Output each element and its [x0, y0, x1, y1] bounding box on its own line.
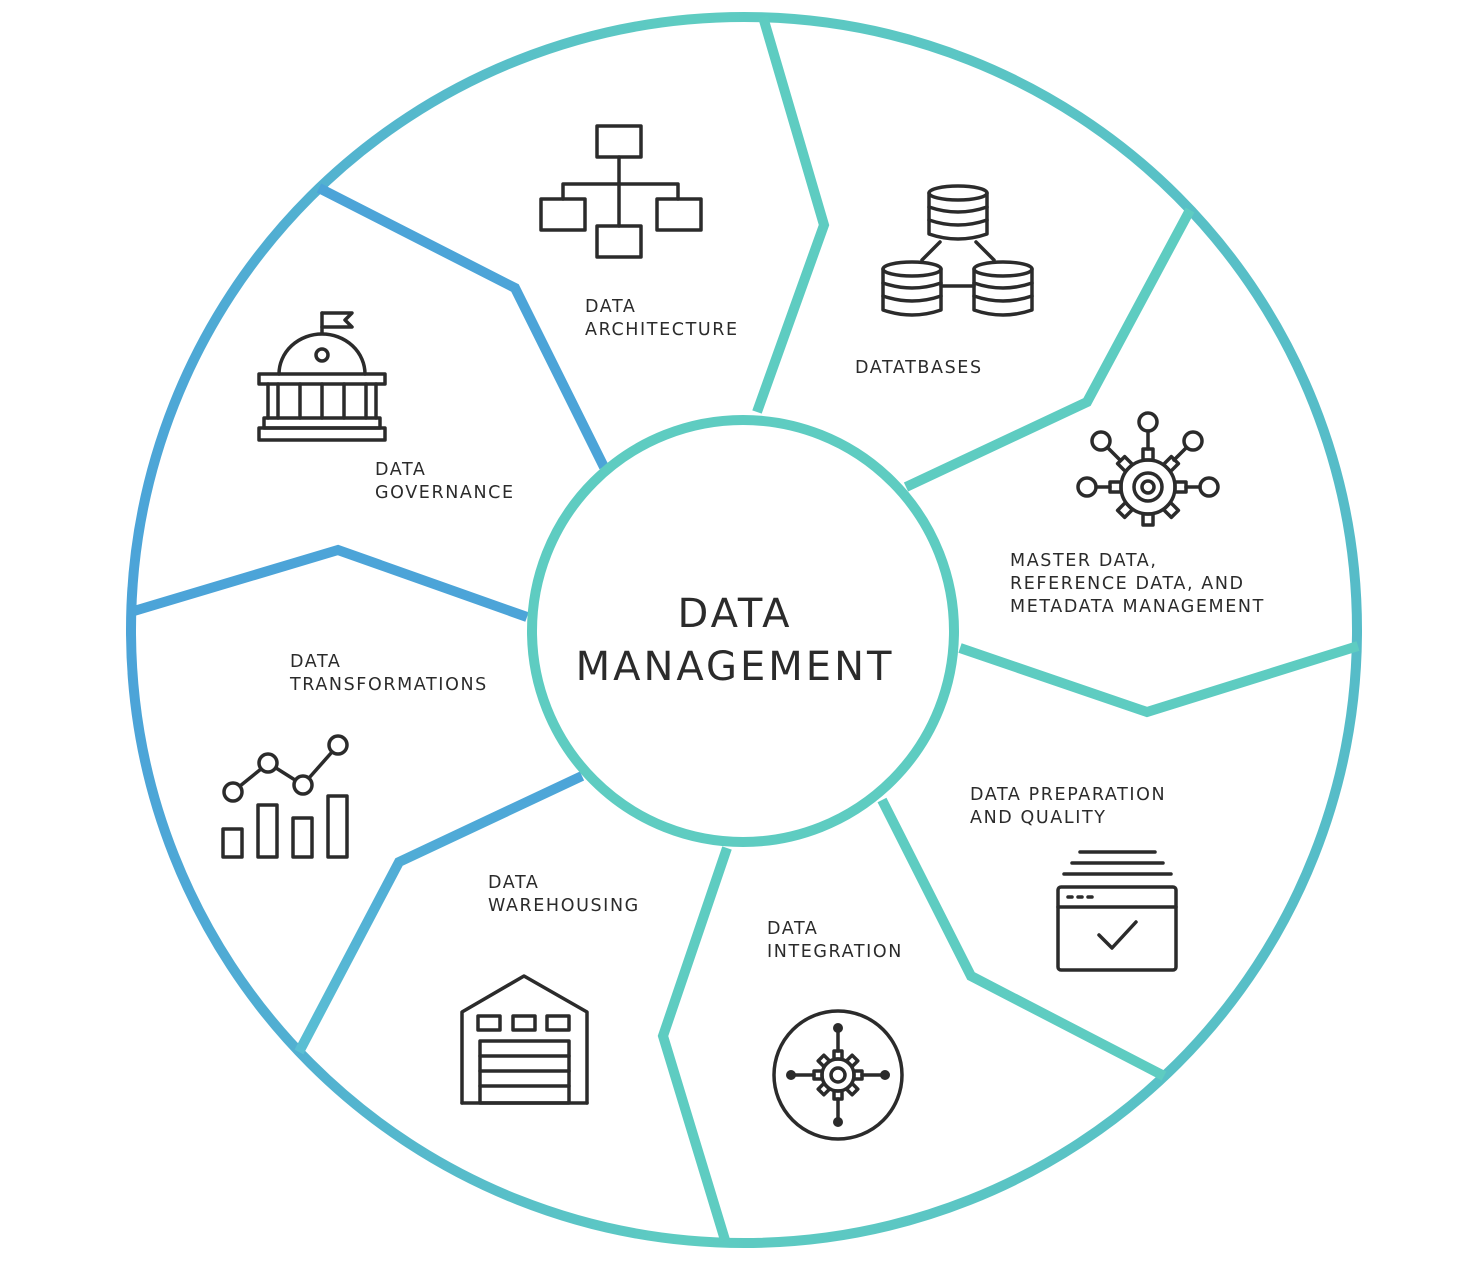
label-governance-line2: GOVERNANCE: [375, 483, 515, 503]
center-title-line2: MANAGEMENT: [576, 644, 895, 690]
divider-preparation-integration: [877, 797, 1167, 1081]
segment-databases: DATATBASES: [855, 184, 1034, 378]
label-governance-line1: DATA: [375, 460, 426, 480]
label-preparation-line1: DATA PREPARATION: [970, 785, 1166, 805]
divider-transformations-governance: [132, 544, 529, 622]
gear-network-icon: [1076, 411, 1220, 527]
segment-data-warehousing: DATA WAREHOUSING: [460, 873, 640, 1105]
label-transformations-line2: TRANSFORMATIONS: [289, 675, 488, 695]
gear-hub-icon: [772, 1009, 904, 1141]
government-building-icon: [257, 311, 387, 442]
org-chart-icon: [539, 124, 703, 259]
center-title-line1: DATA: [677, 591, 792, 637]
label-warehousing-line2: WAREHOUSING: [488, 896, 640, 916]
segment-master-data: MASTER DATA, REFERENCE DATA, AND METADAT…: [1010, 411, 1265, 617]
divider-warehousing-transformations: [294, 771, 585, 1055]
label-master-line2: REFERENCE DATA, AND: [1010, 574, 1245, 594]
checklist-window-icon: [1056, 850, 1178, 972]
divider-integration-warehousing: [657, 846, 732, 1242]
segment-data-governance: DATA GOVERNANCE: [257, 311, 515, 503]
divider-databases-master: [903, 207, 1195, 492]
label-master-line3: METADATA MANAGEMENT: [1010, 597, 1265, 617]
warehouse-icon: [460, 974, 589, 1105]
divider-master-preparation: [958, 641, 1360, 718]
label-architecture-line1: DATA: [585, 297, 636, 317]
label-integration-line2: INTEGRATION: [767, 942, 903, 962]
label-databases: DATATBASES: [855, 358, 983, 378]
label-integration-line1: DATA: [767, 919, 818, 939]
segment-data-integration: DATA INTEGRATION: [767, 919, 904, 1141]
outer-ring: [126, 12, 1362, 1248]
divider-architecture-databases: [752, 15, 830, 414]
segment-data-preparation: DATA PREPARATION AND QUALITY: [970, 785, 1178, 972]
segment-data-transformations: DATA TRANSFORMATIONS: [221, 652, 488, 859]
label-transformations-line1: DATA: [290, 652, 341, 672]
center-hub: [527, 415, 959, 847]
database-cluster-icon: [881, 184, 1034, 317]
gear-hub-nodes: [786, 1023, 890, 1127]
label-master-line1: MASTER DATA,: [1010, 551, 1158, 571]
label-preparation-line2: AND QUALITY: [970, 808, 1107, 828]
divider-governance-architecture: [316, 183, 609, 470]
label-warehousing-line1: DATA: [488, 873, 539, 893]
chart-trend-icon: [221, 734, 349, 859]
label-architecture-line2: ARCHITECTURE: [585, 320, 739, 340]
segment-data-architecture: DATA ARCHITECTURE: [539, 124, 739, 340]
